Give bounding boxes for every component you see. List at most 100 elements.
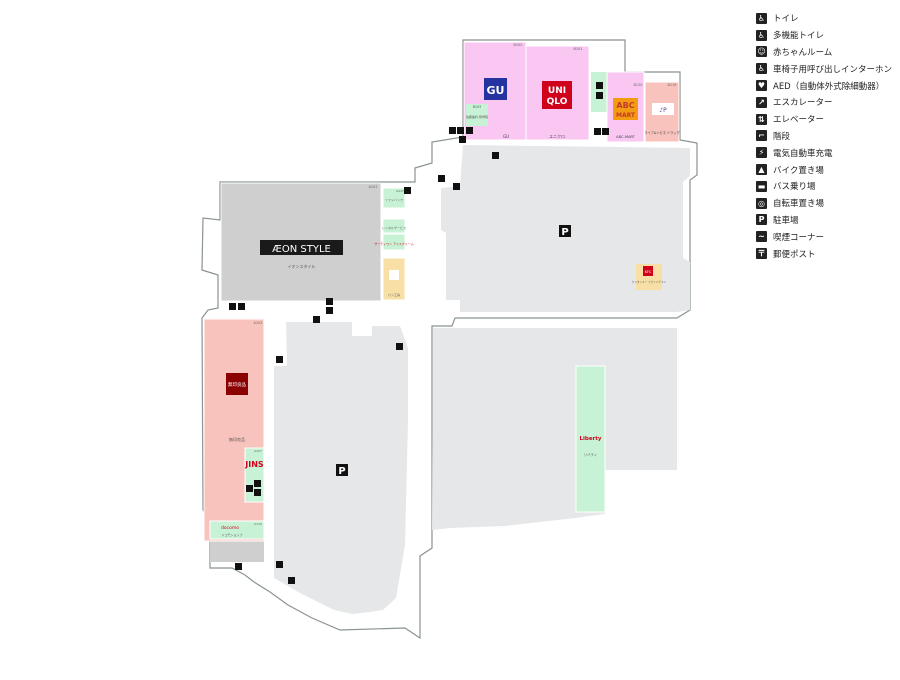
- escalator-icon: ↗: [756, 96, 767, 108]
- kentucky-logo: [643, 266, 653, 276]
- legend-item: 〒郵便ポスト: [756, 245, 896, 262]
- multipurpose-restroom-icon: [457, 127, 464, 134]
- bicycle-parking-icon: [276, 356, 283, 363]
- bicycle-parking-icon: [438, 175, 445, 182]
- parking-marker-south-label: P: [338, 466, 345, 477]
- legend-item: ⇅ エレベーター: [756, 111, 896, 128]
- store-small-north[interactable]: [466, 104, 488, 126]
- restroom-icon: [246, 485, 253, 492]
- legend: ♿トイレ♿多機能トイレ☺赤ちゃんルーム♿車椅子用呼び出しインターホン♥AED（自…: [756, 10, 896, 262]
- legend-item: ♿車椅子用呼び出しインターホン: [756, 60, 896, 77]
- restroom-icon: ♿: [756, 12, 767, 24]
- bike-parking-icon: [288, 577, 295, 584]
- aeon-style-name: イオンスタイル: [288, 263, 316, 269]
- legend-label: バス乗り場: [773, 182, 816, 193]
- small-west-1-name: ソフトバンク: [385, 197, 403, 202]
- jins-code: A107: [254, 449, 262, 453]
- baby-room-icon: [254, 480, 261, 487]
- legend-label: 電気自動車充電: [773, 148, 833, 159]
- legend-label: 赤ちゃんルーム: [773, 47, 833, 58]
- docomo-logo: docomo: [221, 525, 239, 531]
- legend-label: 郵便ポスト: [773, 249, 816, 260]
- stairs-icon: [254, 489, 261, 496]
- facility-icons: [229, 82, 609, 584]
- liberty-logo: Liberty: [580, 436, 602, 442]
- parking-icon: P: [756, 214, 767, 226]
- abc-mart-code: B120: [633, 83, 642, 87]
- store-liberty[interactable]: [575, 365, 606, 513]
- legend-item: ♿ 多機能トイレ: [756, 27, 896, 44]
- abc-mart-logo-line1: ABC: [616, 101, 634, 110]
- escalator-icon: [596, 92, 603, 99]
- abc-mart-logo: [613, 98, 638, 120]
- gu-logo-text: GU: [487, 84, 505, 97]
- aeon-style-code: A101: [368, 185, 377, 189]
- docomo-name: ドコモショップ: [221, 532, 242, 537]
- bicycle-parking-icon: ◎: [756, 197, 767, 209]
- elevator-icon: [596, 82, 603, 89]
- gu-name: GU: [503, 134, 509, 139]
- gu-code: B102: [513, 43, 522, 47]
- life-pharmacy-logo: [652, 103, 674, 115]
- mujirushi-name: 無印良品: [229, 436, 245, 442]
- life-pharmacy-logo-text: ♪P: [659, 107, 667, 114]
- elevator-icon: [229, 303, 236, 310]
- legend-item: ◎ 自転車置き場: [756, 195, 896, 212]
- wheelchair-intercom-icon: ♿: [756, 63, 767, 75]
- legend-label: エスカレーター: [773, 98, 833, 109]
- legend-item: P 駐車場: [756, 212, 896, 229]
- bus-stop-icon: ▬: [756, 180, 767, 192]
- store-small-west-3[interactable]: [382, 233, 406, 251]
- uniqlo-name: ユニクロ: [549, 133, 565, 139]
- parking-lot-southeast[interactable]: [432, 328, 677, 530]
- abc-mart-name: ABC-MART: [616, 135, 635, 139]
- legend-label: 多機能トイレ: [773, 31, 825, 42]
- ev-charger-icon: ⚡: [756, 147, 767, 159]
- post-box-icon: [466, 127, 473, 134]
- mujirushi-logo: [226, 373, 248, 395]
- legend-item: ⌐ 階段: [756, 128, 896, 145]
- mujirushi-code: A103: [253, 321, 262, 325]
- baby-room-icon: ☺: [756, 46, 767, 58]
- legend-label: 自転車置き場: [773, 199, 825, 210]
- store-small-west-2[interactable]: [382, 218, 406, 234]
- parking-marker-north-label: P: [561, 227, 568, 238]
- store-small-west-1[interactable]: [382, 187, 406, 209]
- docomo-code: A110: [254, 522, 262, 526]
- legend-label: エレベーター: [773, 115, 825, 126]
- abc-mart-logo-line2: MART: [616, 112, 636, 119]
- aeon-style-logo-text: ÆON STYLE: [272, 244, 331, 255]
- legend-label: トイレ: [773, 14, 799, 25]
- parking-marker-south: [336, 464, 348, 476]
- small-north-code: B103: [473, 105, 481, 109]
- uniqlo-logo: [542, 81, 572, 109]
- legend-label: AED（自動体外式除細動器）: [773, 81, 885, 92]
- legend-item: ▬ バス乗り場: [756, 178, 896, 195]
- bike-parking-icon: ▲: [756, 164, 767, 176]
- elevator-icon: ⇅: [756, 113, 767, 125]
- small-west-1-code: A117: [396, 189, 404, 193]
- jins-logo: JINS: [244, 460, 264, 469]
- small-west-3-name: サーティワン アイスクリーム: [374, 241, 413, 246]
- small-west-4-logo: [389, 270, 399, 280]
- store-mujirushi[interactable]: [203, 318, 265, 542]
- aeon-style-logo: [260, 240, 343, 255]
- multipurpose-restroom-icon: [326, 307, 333, 314]
- legend-item: ~ 喫煙コーナー: [756, 228, 896, 245]
- bicycle-parking-icon: [276, 561, 283, 568]
- legend-label: 駐車場: [773, 215, 799, 226]
- legend-label: バイク置き場: [773, 165, 824, 176]
- uniqlo-logo-line1: UNI: [548, 86, 566, 96]
- stairs-icon: [602, 128, 609, 135]
- legend-label: 階段: [773, 131, 791, 142]
- stairs-icon: ⌐: [756, 130, 767, 142]
- mujirushi-logo-text: 無印良品: [228, 381, 246, 388]
- multipurpose-restroom-icon: ♿: [756, 29, 767, 41]
- bus-stop-icon: [453, 183, 460, 190]
- legend-label: 喫煙コーナー: [773, 232, 825, 243]
- store-docomo[interactable]: [209, 520, 265, 540]
- small-west-2-name: レンタルサービス: [382, 225, 406, 230]
- smoking-area-icon: ~: [756, 231, 767, 243]
- kentucky-name: ケンタッキー フライドチキン: [632, 280, 667, 284]
